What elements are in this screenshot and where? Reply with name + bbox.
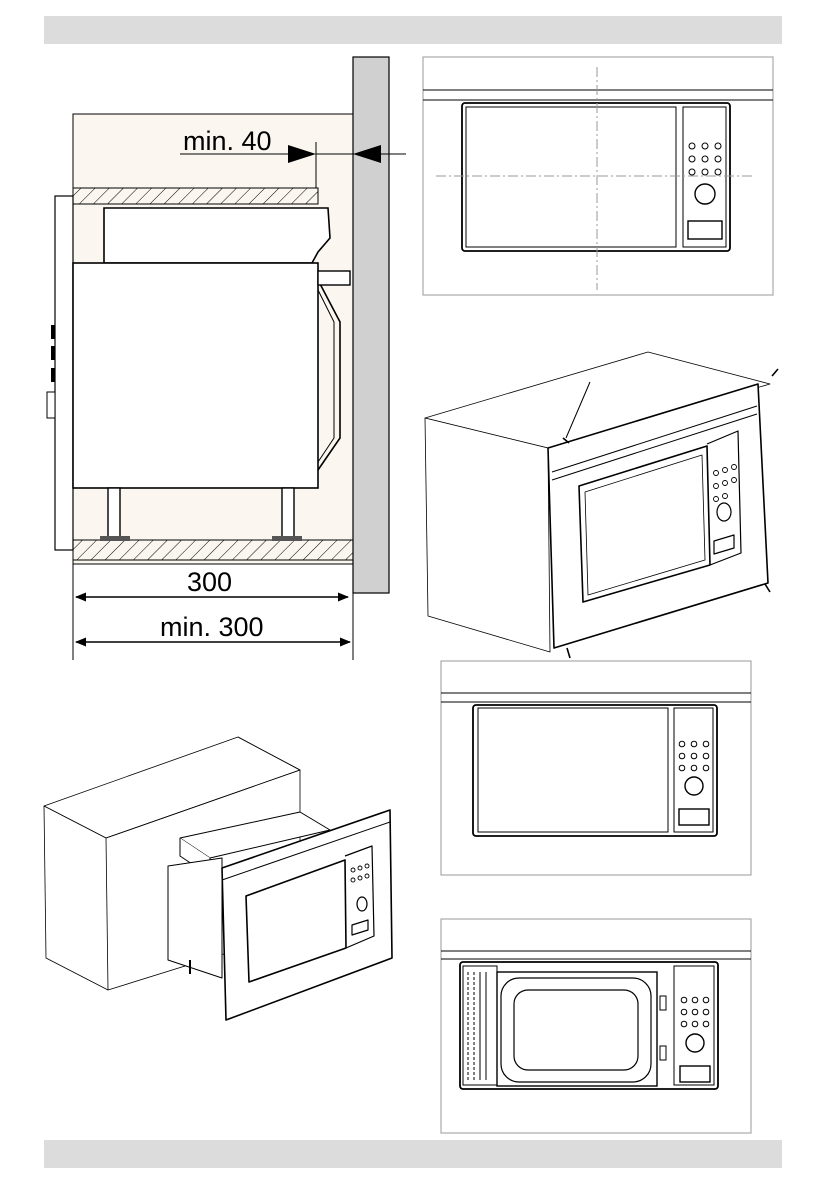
depth-dimension-label: 300: [187, 567, 232, 597]
min-depth-dimension-label: min. 300: [160, 612, 264, 642]
front-view-diagram: [423, 57, 773, 295]
gap-dimension-label: min. 40: [183, 126, 272, 156]
microwave-body: [73, 263, 318, 488]
isometric-frame-diagram: [425, 352, 778, 658]
top-bracket: [104, 208, 330, 263]
cavity: [497, 972, 657, 1086]
top-shelf: [73, 188, 318, 204]
bottom-shelf: [73, 540, 353, 560]
rear-spacer: [318, 271, 350, 285]
leg-rear: [282, 488, 294, 540]
open-door-diagram: [441, 919, 751, 1133]
front-frame: [55, 196, 73, 550]
front-view-framed-diagram: [441, 661, 751, 875]
leg-front: [108, 488, 120, 540]
side-section-diagram: min. 40 300 min. 300: [47, 57, 406, 660]
frame-knob: [47, 392, 55, 418]
microwave-frame: [462, 103, 730, 251]
isometric-install-diagram: [44, 737, 392, 1020]
wall: [353, 57, 389, 593]
